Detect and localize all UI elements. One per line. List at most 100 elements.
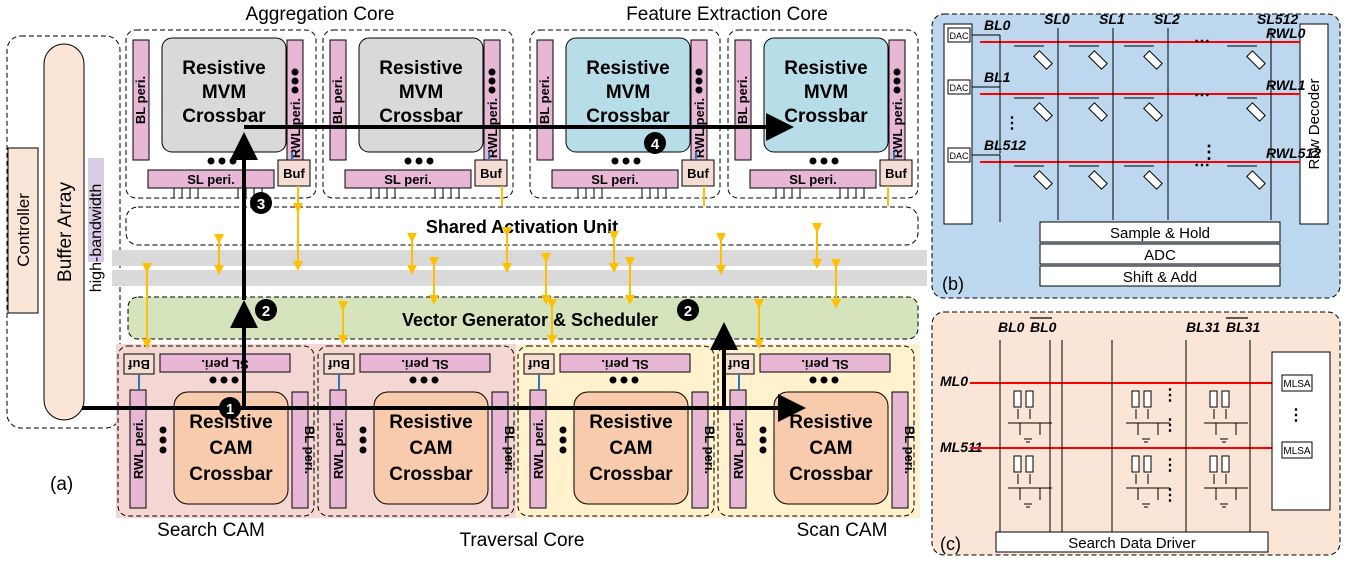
svg-text:BL31: BL31 <box>1186 319 1220 335</box>
svg-text:Buf: Buf <box>687 166 709 181</box>
sample-hold-box <box>1039 221 1281 243</box>
search-driver-box <box>995 531 1269 553</box>
yellow-data-arrows <box>142 186 889 349</box>
panel-a-frame-left <box>6 35 121 429</box>
svg-text:⋮: ⋮ <box>1200 142 1218 162</box>
svg-text:MVM: MVM <box>606 82 650 103</box>
svg-text:Resistive: Resistive <box>389 412 472 433</box>
svg-text:SL peri.: SL peri. <box>801 357 848 372</box>
mlsa-top-label: MLSA <box>1283 379 1311 390</box>
svg-text:Buf: Buf <box>283 166 305 181</box>
svg-text:⋮: ⋮ <box>1162 417 1178 434</box>
cam-cell <box>1204 455 1248 508</box>
controller-box <box>7 147 39 314</box>
svg-text:BL0: BL0 <box>998 319 1025 335</box>
scan-cam-label: Scan CAM <box>797 520 888 541</box>
cam-crossbar <box>173 391 289 505</box>
cam-crossbar <box>373 391 489 505</box>
svg-text:Crossbar: Crossbar <box>784 106 868 127</box>
dac <box>947 79 971 95</box>
bl-peri <box>132 39 150 161</box>
svg-text:DAC: DAC <box>949 83 969 93</box>
step-2b-marker: 2 <box>677 299 699 321</box>
sl-peri <box>759 353 891 373</box>
sl-peri <box>359 353 491 373</box>
shift-add-box <box>1039 265 1281 287</box>
svg-text:CAM: CAM <box>409 438 452 459</box>
bl-peri <box>536 39 554 161</box>
svg-text:Crossbar: Crossbar <box>589 464 673 485</box>
panel-a-label: (a) <box>50 474 73 495</box>
svg-text:⋮: ⋮ <box>1004 115 1020 132</box>
svg-text:Buf: Buf <box>528 357 550 372</box>
bl-peri <box>291 391 309 509</box>
svg-text:3: 3 <box>257 196 265 213</box>
svg-text:RWL512: RWL512 <box>1266 145 1321 161</box>
cam-cell <box>1126 390 1170 443</box>
step-2a-marker: 2 <box>255 299 277 321</box>
svg-text:Resistive: Resistive <box>784 58 867 79</box>
traversal-core-label: Traversal Core <box>460 530 585 551</box>
controller-label: Controller <box>14 193 33 267</box>
panel-c-label: (c) <box>940 534 961 554</box>
svg-text:RWL peri.: RWL peri. <box>731 419 746 479</box>
svg-text:SL peri.: SL peri. <box>401 357 448 372</box>
svg-text:Crossbar: Crossbar <box>389 464 473 485</box>
svg-text:DAC: DAC <box>949 31 969 41</box>
svg-text:RWL peri.: RWL peri. <box>131 419 146 479</box>
svg-text:BL31: BL31 <box>1226 319 1260 335</box>
svg-text:BL peri.: BL peri. <box>735 76 750 124</box>
mlsa-bottom <box>1281 441 1313 459</box>
svg-text:BL peri.: BL peri. <box>133 76 148 124</box>
sl-peri <box>749 169 877 189</box>
cam-cell <box>1126 455 1170 508</box>
step-3-marker: 3 <box>250 192 272 214</box>
svg-text:Resistive: Resistive <box>379 58 462 79</box>
svg-text:Buf: Buf <box>328 357 350 372</box>
aggregation-core-title: Aggregation Core <box>246 4 395 25</box>
svg-text:Crossbar: Crossbar <box>789 464 873 485</box>
svg-text:BL peri.: BL peri. <box>330 76 345 124</box>
bl-peri <box>491 391 509 509</box>
adc-box <box>1039 243 1281 265</box>
sl-peri <box>559 353 691 373</box>
svg-text:SL peri.: SL peri. <box>591 172 638 187</box>
svg-text:BL peri.: BL peri. <box>702 426 717 474</box>
high-bandwidth-label: high-bandwidth <box>88 184 105 293</box>
svg-text:⋮: ⋮ <box>1162 487 1178 504</box>
svg-text:Resistive: Resistive <box>586 58 669 79</box>
search-driver-label: Search Data Driver <box>1068 535 1196 552</box>
cam-crossbar <box>573 391 689 505</box>
step-4-marker: 4 <box>644 132 666 154</box>
svg-text:Crossbar: Crossbar <box>586 106 670 127</box>
svg-text:SL peri.: SL peri. <box>187 172 234 187</box>
svg-text:⋯: ⋯ <box>1194 33 1210 50</box>
high-bandwidth-bar <box>88 158 104 262</box>
buffer-array <box>43 43 85 421</box>
mlsa-bottom-label: MLSA <box>1283 446 1311 457</box>
svg-text:CAM: CAM <box>209 438 252 459</box>
dac-column <box>943 23 973 225</box>
svg-text:Crossbar: Crossbar <box>379 106 463 127</box>
svg-text:Crossbar: Crossbar <box>189 464 273 485</box>
sl-peri <box>159 353 291 373</box>
bl-peri <box>734 39 752 161</box>
buf <box>879 159 913 187</box>
mvm-crossbar <box>565 37 691 153</box>
svg-text:SL peri.: SL peri. <box>601 357 648 372</box>
svg-text:SL peri.: SL peri. <box>789 172 836 187</box>
sample-hold-label: Sample & Hold <box>1110 225 1210 242</box>
bl-peri <box>691 391 709 509</box>
svg-text:RWL peri.: RWL peri. <box>531 419 546 479</box>
svg-text:Resistive: Resistive <box>789 412 872 433</box>
mlsa-top <box>1281 374 1313 392</box>
sl-peri <box>344 169 472 189</box>
svg-text:CAM: CAM <box>809 438 852 459</box>
svg-text:RWL1: RWL1 <box>1266 77 1306 93</box>
